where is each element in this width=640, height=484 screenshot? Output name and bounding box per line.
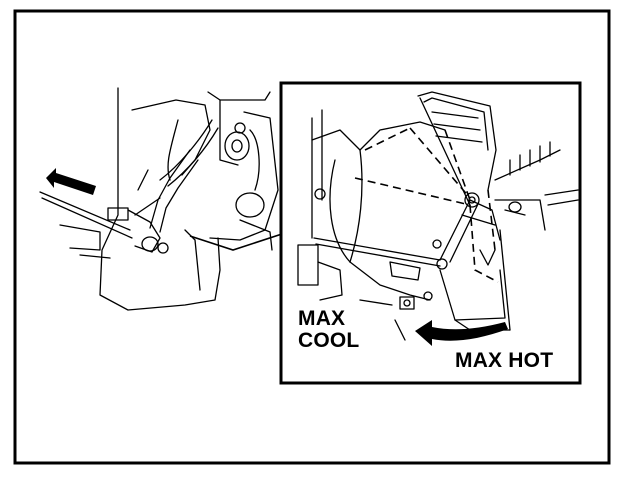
curved-arrow-left-icon [415,320,508,346]
leader-line [189,231,289,251]
max-cool-line-1: MAX [298,307,346,330]
detail-drawing [297,91,579,341]
overview-drawing [39,87,279,311]
max-cool-line-2: COOL [298,329,360,353]
arrow-left-icon [46,168,96,195]
door-swing-paths [354,127,499,283]
max-hot-label: MAX HOT [455,349,554,372]
max-cool-label: MAX COOL [298,307,360,353]
outer-frame [13,9,611,465]
